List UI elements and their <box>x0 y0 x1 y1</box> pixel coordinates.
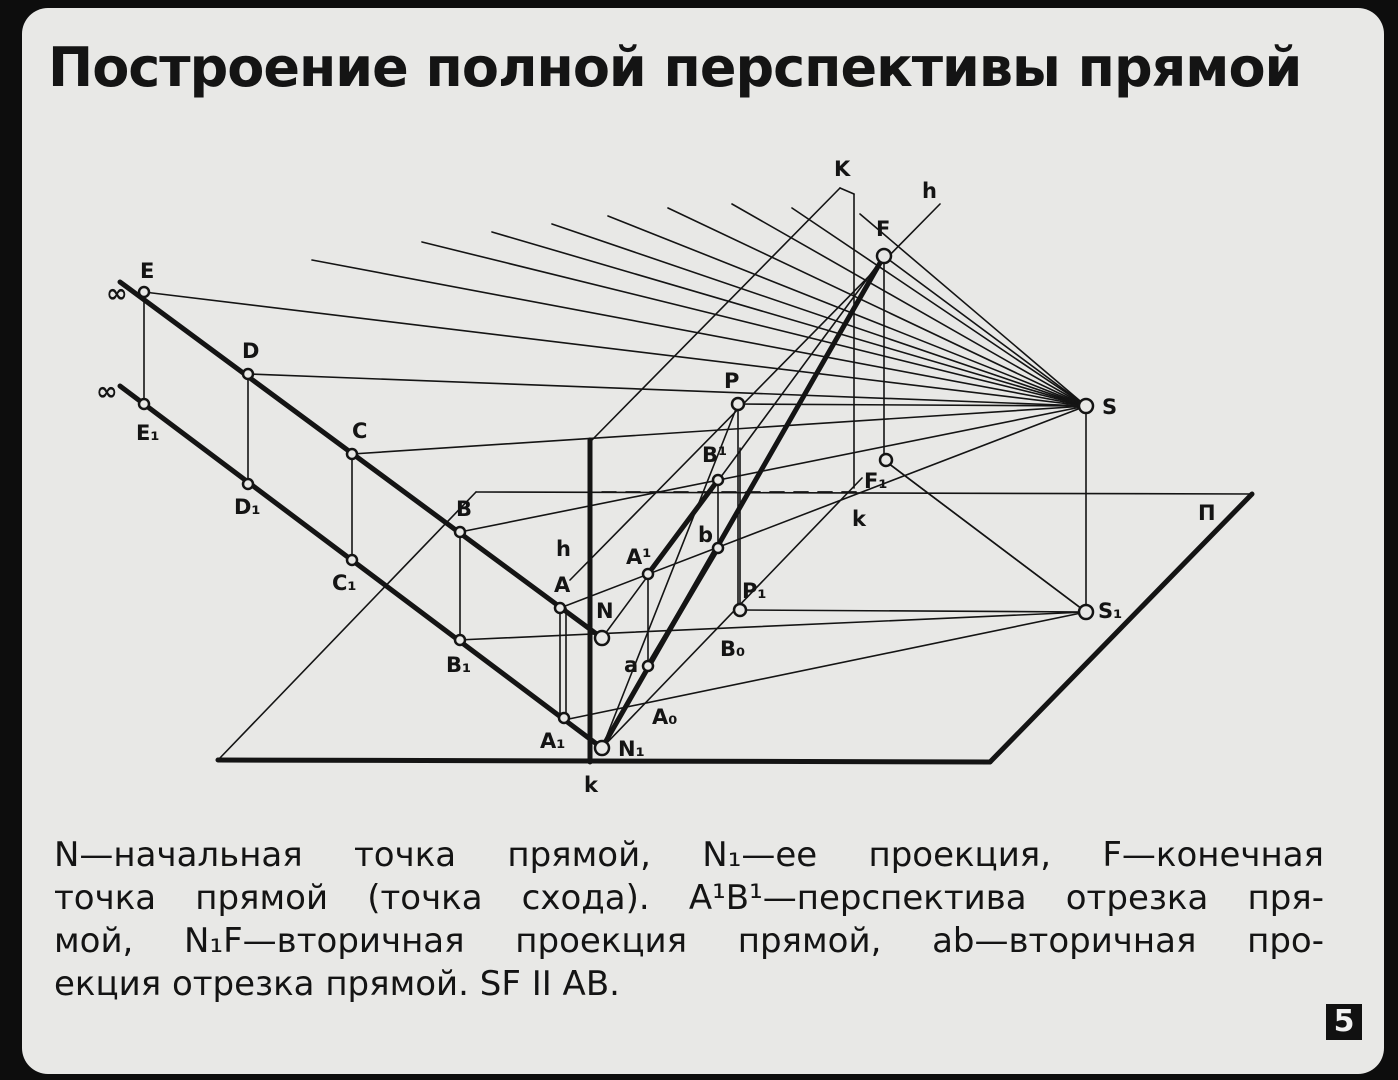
caption-line-4: екция отрезка прямой. SF II AB. <box>54 964 620 1004</box>
caption-line-3: мой, N₁F—вторичная проекция прямой, ab—в… <box>54 921 1324 961</box>
label-A0: A₀ <box>652 705 677 729</box>
label-a: a <box>624 653 638 677</box>
label-B1: B₁ <box>446 653 471 677</box>
label-A1-prime: A¹ <box>626 545 651 569</box>
point-labels: K h F E ∞ ∞ D P S E₁ C B¹ F₁ k П D₁ B b … <box>96 157 1216 797</box>
label-B: B <box>456 497 472 521</box>
label-P: P <box>724 369 739 393</box>
label-B0: B₀ <box>720 637 745 661</box>
label-k-right: k <box>852 507 867 531</box>
label-F: F <box>876 217 890 241</box>
label-h-top: h <box>922 179 937 203</box>
label-K: K <box>834 157 851 181</box>
label-b: b <box>698 523 713 547</box>
label-P1: P₁ <box>742 579 767 603</box>
perspective-diagram: K h F E ∞ ∞ D P S E₁ C B¹ F₁ k П D₁ B b … <box>96 157 1255 797</box>
slide-title: Построение полной перспективы прямой <box>48 36 1302 99</box>
label-C: C <box>352 419 367 443</box>
label-k-bottom: k <box>584 773 599 797</box>
label-A: A <box>554 573 571 597</box>
label-A1: A₁ <box>540 729 565 753</box>
caption: N—начальная точка прямой, N₁—ее проекция… <box>54 834 1324 1006</box>
label-inf-bottom: ∞ <box>96 377 118 407</box>
label-N1: N₁ <box>618 737 645 761</box>
caption-line-2: точка прямой (точка схода). A¹B¹—перспек… <box>54 878 1324 918</box>
label-E1: E₁ <box>136 421 160 445</box>
label-C1: C₁ <box>332 571 357 595</box>
label-inf-top: ∞ <box>106 279 128 309</box>
label-S: S <box>1102 395 1117 419</box>
slide: Построение полной перспективы прямой <box>22 8 1384 1074</box>
points <box>137 247 1095 757</box>
label-S1: S₁ <box>1098 599 1122 623</box>
main-lines <box>117 253 1255 765</box>
label-D1: D₁ <box>234 495 261 519</box>
label-h-left: h <box>556 537 571 561</box>
label-N: N <box>596 599 614 623</box>
page-number: 5 <box>1326 1004 1362 1040</box>
label-D: D <box>242 339 259 363</box>
label-B1-prime: B¹ <box>702 443 727 467</box>
label-E: E <box>140 259 154 283</box>
construction-lines <box>143 187 1253 761</box>
caption-line-1: N—начальная точка прямой, N₁—ее проекция… <box>54 835 1324 875</box>
label-Pi: П <box>1198 501 1216 525</box>
label-F1: F₁ <box>864 469 888 493</box>
